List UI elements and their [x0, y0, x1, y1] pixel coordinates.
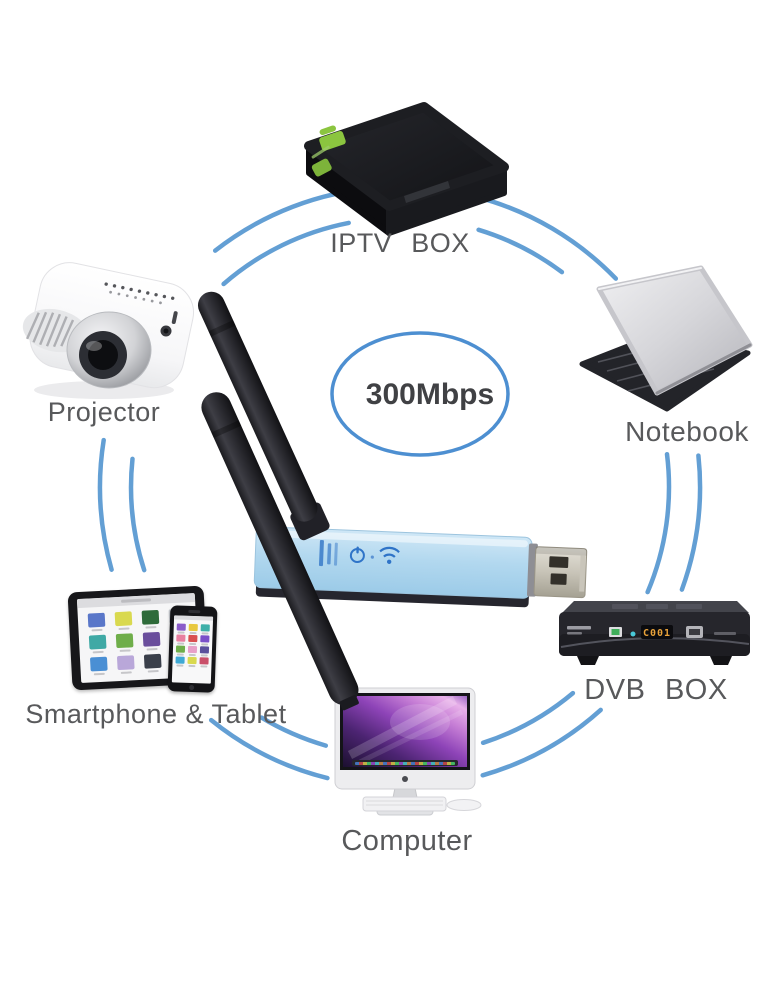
- app-tile: [188, 623, 198, 632]
- dvb-display-text: C001: [643, 628, 671, 639]
- label-computer: Computer: [341, 825, 473, 857]
- app-tile: [176, 634, 186, 642]
- app-tile: [143, 653, 162, 669]
- smartphone-app-grid: [172, 619, 213, 668]
- usb-wifi-adapter-image: [253, 526, 588, 608]
- app-tile: [142, 631, 161, 647]
- label-notebook: Notebook: [625, 416, 749, 447]
- dvb-box-image: C001: [559, 601, 750, 665]
- antenna-rear: [197, 291, 330, 541]
- projector-lens: [66, 311, 152, 389]
- wifi-icon: [379, 546, 400, 565]
- app-tile: [175, 645, 186, 653]
- speed-label: 300Mbps: [365, 378, 495, 411]
- projector-image: [22, 262, 195, 399]
- apple-logo-icon: [402, 776, 408, 782]
- app-tile: [187, 645, 198, 654]
- app-tile: [200, 635, 210, 643]
- app-tile: [115, 633, 134, 649]
- connection-arcs: [97, 185, 703, 781]
- app-tile: [199, 657, 209, 665]
- label-smartphone-tablet: Smartphone & Tablet: [25, 699, 287, 729]
- app-tile: [88, 634, 107, 650]
- app-tile: [188, 634, 198, 643]
- usb-plug: [526, 543, 588, 599]
- smartphone-image: [167, 605, 218, 693]
- app-tile: [114, 611, 133, 627]
- label-projector: Projector: [47, 397, 161, 427]
- app-tile: [141, 609, 160, 625]
- computer-keyboard: [362, 796, 447, 812]
- app-tile: [89, 656, 108, 672]
- antenna-front: [201, 392, 359, 711]
- label-iptv-box: IPTV BOX: [330, 228, 470, 258]
- computer-image: [334, 687, 482, 816]
- android-logo-icon: [311, 125, 346, 177]
- app-tile: [199, 646, 210, 654]
- app-tile: [200, 624, 210, 632]
- smartphone-screen: [171, 615, 214, 684]
- app-tile: [176, 623, 186, 631]
- app-tile: [187, 656, 197, 665]
- notebook-image: [579, 265, 753, 412]
- imac-dock: [352, 760, 458, 766]
- app-tile: [116, 655, 135, 671]
- dvb-led: [630, 631, 636, 637]
- label-dvb-box: DVB BOX: [584, 674, 728, 706]
- iptv-box-image: [304, 102, 509, 236]
- app-tile: [175, 656, 185, 664]
- app-tile: [87, 612, 106, 628]
- computer-mouse: [446, 799, 482, 811]
- speed-ellipse: [330, 331, 510, 457]
- power-icon: [349, 546, 365, 564]
- adapter-side-text: [318, 540, 338, 567]
